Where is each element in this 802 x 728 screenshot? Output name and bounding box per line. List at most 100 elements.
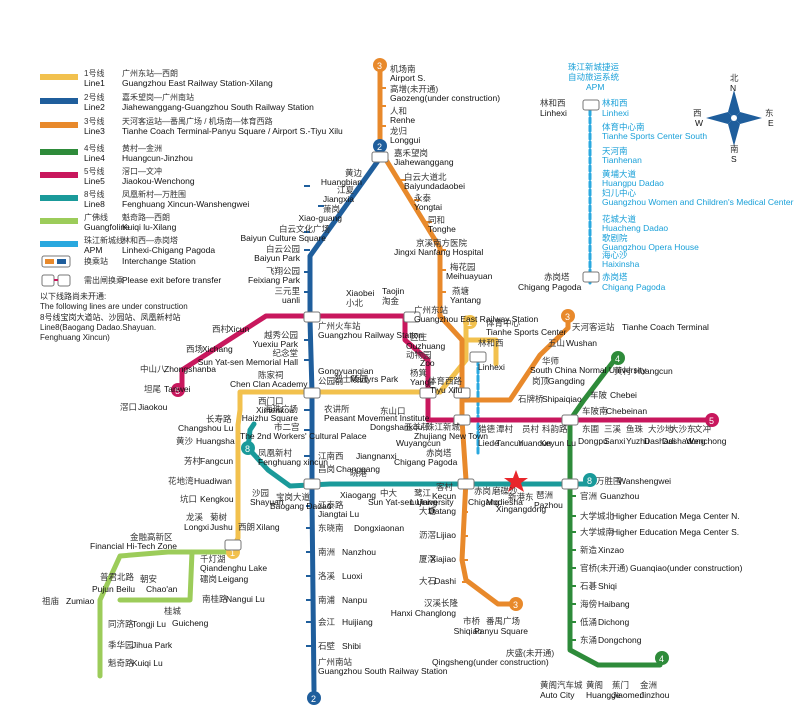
station-linhexi-zh[interactable]: 林和西 — [478, 338, 504, 348]
interchange-jiahewanggang[interactable] — [371, 151, 389, 163]
station-jiaokou-zh[interactable]: 滘口 — [120, 402, 137, 412]
station-peasant-zh[interactable]: 农讲所 — [324, 404, 350, 414]
station-apm-linhexi-left-zh[interactable]: 林和西 — [540, 98, 566, 108]
station-ximenkou-zh[interactable]: 西门口 — [258, 396, 284, 406]
station-huijiang-zh[interactable]: 会江 — [318, 617, 336, 627]
station-zhongshanba-zh[interactable]: 中山八 — [140, 364, 166, 374]
station-xiajiao-zh[interactable]: 厦滘 — [419, 554, 436, 564]
interchange-gongyuanqian[interactable] — [303, 387, 321, 399]
station-changshou-zh[interactable]: 长寿路 — [206, 414, 232, 424]
station-nangui-zh[interactable]: 南桂路 — [202, 594, 228, 604]
station-apm-huangpu-zh[interactable]: 黄埔大道 — [602, 169, 637, 179]
station-yuancun-zh[interactable]: 员村 — [522, 424, 540, 434]
station-wushan-zh[interactable]: 五山 — [548, 338, 565, 348]
station-gz-east-zh[interactable]: 广州东站 — [414, 305, 449, 315]
station-gongyuanqian-zh[interactable]: 公园前 — [318, 376, 344, 386]
station-jushu-zh[interactable]: 菊树 — [210, 512, 228, 522]
station-wenchong-zh[interactable]: 文冲 — [694, 424, 711, 434]
station-xichang-zh[interactable]: 西场 — [186, 344, 203, 354]
station-yantang-zh[interactable]: 燕塘 — [452, 286, 470, 296]
station-xiaogang-zh[interactable]: 萧岗 — [323, 204, 340, 214]
interchange-yangji[interactable] — [419, 387, 437, 399]
station-guicheng-zh[interactable]: 桂城 — [164, 606, 182, 616]
station-gangding-zh[interactable]: 岗顶 — [532, 376, 550, 386]
station-haizhu-zh[interactable]: 海珠广场 — [264, 404, 298, 414]
station-lujiang-zh[interactable]: 鹭江 — [414, 488, 432, 498]
station-liede-zh[interactable]: 猎德 — [478, 424, 496, 434]
station-sysu-zh[interactable]: 中大 — [380, 488, 398, 498]
station-haibang-zh[interactable]: 海傍 — [580, 599, 597, 609]
station-yuexiu-zh[interactable]: 越秀公园 — [264, 330, 298, 340]
station-baogang-zh[interactable]: 宝岗大道 — [276, 492, 311, 502]
station-shibi-zh[interactable]: 石壁 — [318, 641, 336, 651]
station-jinzhou-zh[interactable]: 金洲 — [640, 680, 657, 690]
interchange-apm-linhexi[interactable] — [582, 99, 600, 111]
station-fenghuang-zh[interactable]: 凤凰新村 — [258, 448, 293, 458]
interchange-guangzhou-railway[interactable] — [303, 311, 321, 323]
station-jingxi-zh[interactable]: 京溪南方医院 — [416, 238, 468, 248]
station-dashadong-zh[interactable]: 大沙东 — [670, 424, 696, 434]
station-leigang-zh[interactable]: 礌岗 — [200, 574, 217, 584]
station-er-gong-zh[interactable]: 市二宫 — [274, 422, 300, 432]
station-tancun-zh[interactable]: 潭村 — [496, 424, 514, 434]
station-jihua-zh[interactable]: 季华园 — [108, 640, 134, 650]
interchange-apm-chigang[interactable] — [582, 271, 600, 283]
station-dichong-zh[interactable]: 低涌 — [580, 617, 597, 627]
station-jiahewanggang-zh[interactable]: 嘉禾望岗 — [394, 148, 428, 158]
station-apm-huacheng-zh[interactable]: 花城大道 — [602, 214, 637, 224]
station-dongpu-zh[interactable]: 东圃 — [582, 424, 599, 434]
station-tongji-zh[interactable]: 同济路 — [108, 619, 134, 629]
station-longgui-zh[interactable]: 龙归 — [390, 126, 407, 136]
interchange-guangzhou-east[interactable] — [403, 311, 421, 323]
interchange-xilang[interactable] — [224, 539, 242, 551]
station-shipaiqiao-zh[interactable]: 石牌桥 — [518, 394, 544, 404]
station-qingsheng-zh[interactable]: 庆盛(未开通) — [506, 648, 554, 658]
station-wanshengwei-zh[interactable]: 万胜围 — [596, 476, 622, 486]
station-nanpu-zh[interactable]: 南浦 — [318, 595, 336, 605]
station-tianhe-coach-zh[interactable]: 天河客运站 — [572, 322, 615, 332]
station-apm-chigang-left-zh[interactable]: 赤岗塔 — [544, 272, 570, 282]
station-scnu-zh[interactable]: 华师 — [542, 356, 560, 366]
station-dongchong-zh[interactable]: 东涌 — [580, 635, 597, 645]
station-autocity-zh[interactable]: 黄阁汽车城 — [540, 680, 583, 690]
station-apm-women-zh[interactable]: 妇儿中心 — [602, 188, 637, 198]
station-shiqi-zh[interactable]: 石碁 — [580, 581, 598, 591]
station-qiandenghu-zh[interactable]: 千灯湖 — [200, 554, 226, 564]
station-apm-tianhenan-zh[interactable]: 天河南 — [602, 146, 628, 156]
station-luoxi-zh[interactable]: 洛溪 — [318, 571, 336, 581]
station-financial-zh[interactable]: 金融高新区 — [130, 532, 173, 542]
station-xingangdong-zh[interactable]: 新港东 — [508, 492, 534, 502]
station-meihuayuan-zh[interactable]: 梅花园 — [450, 262, 476, 272]
station-ouzhuang-zh[interactable]: 区庄 — [410, 332, 428, 342]
station-pujun-zh[interactable]: 普君北路 — [100, 572, 135, 582]
station-gz-south-zh[interactable]: 广州南站 — [318, 657, 353, 667]
station-kengkou-zh[interactable]: 坑口 — [180, 494, 197, 504]
station-memorial-zh[interactable]: 纪念堂 — [272, 348, 298, 358]
station-yangji-zh[interactable]: 杨箕 — [410, 368, 428, 378]
station-huangcun-zh[interactable]: 黄村 — [614, 366, 632, 376]
station-chigang-zh[interactable]: 赤岗 — [474, 486, 491, 496]
station-baiyun-park-zh[interactable]: 白云公园 — [266, 244, 300, 254]
station-apm-opera-zh[interactable]: 歌剧院 — [602, 233, 628, 243]
station-pazhou-zh[interactable]: 琶洲 — [536, 490, 553, 500]
station-xilang-zh[interactable]: 西朗 — [238, 522, 255, 532]
station-xiaogang8-zh[interactable]: 晓港 — [350, 468, 368, 478]
station-baiyundadaobei-zh[interactable]: 白云大道北 — [404, 172, 447, 182]
station-wuyangcun-zh[interactable]: 五羊邨 — [404, 422, 430, 432]
station-taojin-zh[interactable]: 淘金 — [382, 296, 400, 306]
station-panyu-square-zh[interactable]: 番禺广场 — [486, 616, 520, 626]
station-tianhe-sports-zh[interactable]: 体育中心 — [486, 318, 521, 328]
station-zhujiang-zh[interactable]: 珠江新城 — [426, 422, 461, 432]
station-sanyuanli-zh[interactable]: 三元里 — [274, 286, 300, 296]
station-jiangxia-zh[interactable]: 江夏 — [337, 185, 355, 195]
station-xiaobei-zh[interactable]: 小北 — [346, 298, 364, 308]
station-huangsha-zh[interactable]: 黄沙 — [176, 436, 194, 446]
station-tiyuxilu-zh[interactable]: 体育西路 — [428, 376, 463, 386]
station-martyrs-zh[interactable]: 烈士陵园 — [334, 374, 368, 384]
station-dongxiaonan-zh[interactable]: 东晓南 — [318, 523, 344, 533]
station-chigang-pagoda-zh[interactable]: 赤岗塔 — [426, 448, 452, 458]
interchange-chebeinan[interactable] — [561, 414, 579, 426]
station-datang-zh[interactable]: 大塘 — [419, 506, 437, 516]
interchange-tiyu-xilu[interactable] — [453, 387, 471, 399]
station-jiangtai-zh[interactable]: 江泰路 — [318, 500, 344, 510]
